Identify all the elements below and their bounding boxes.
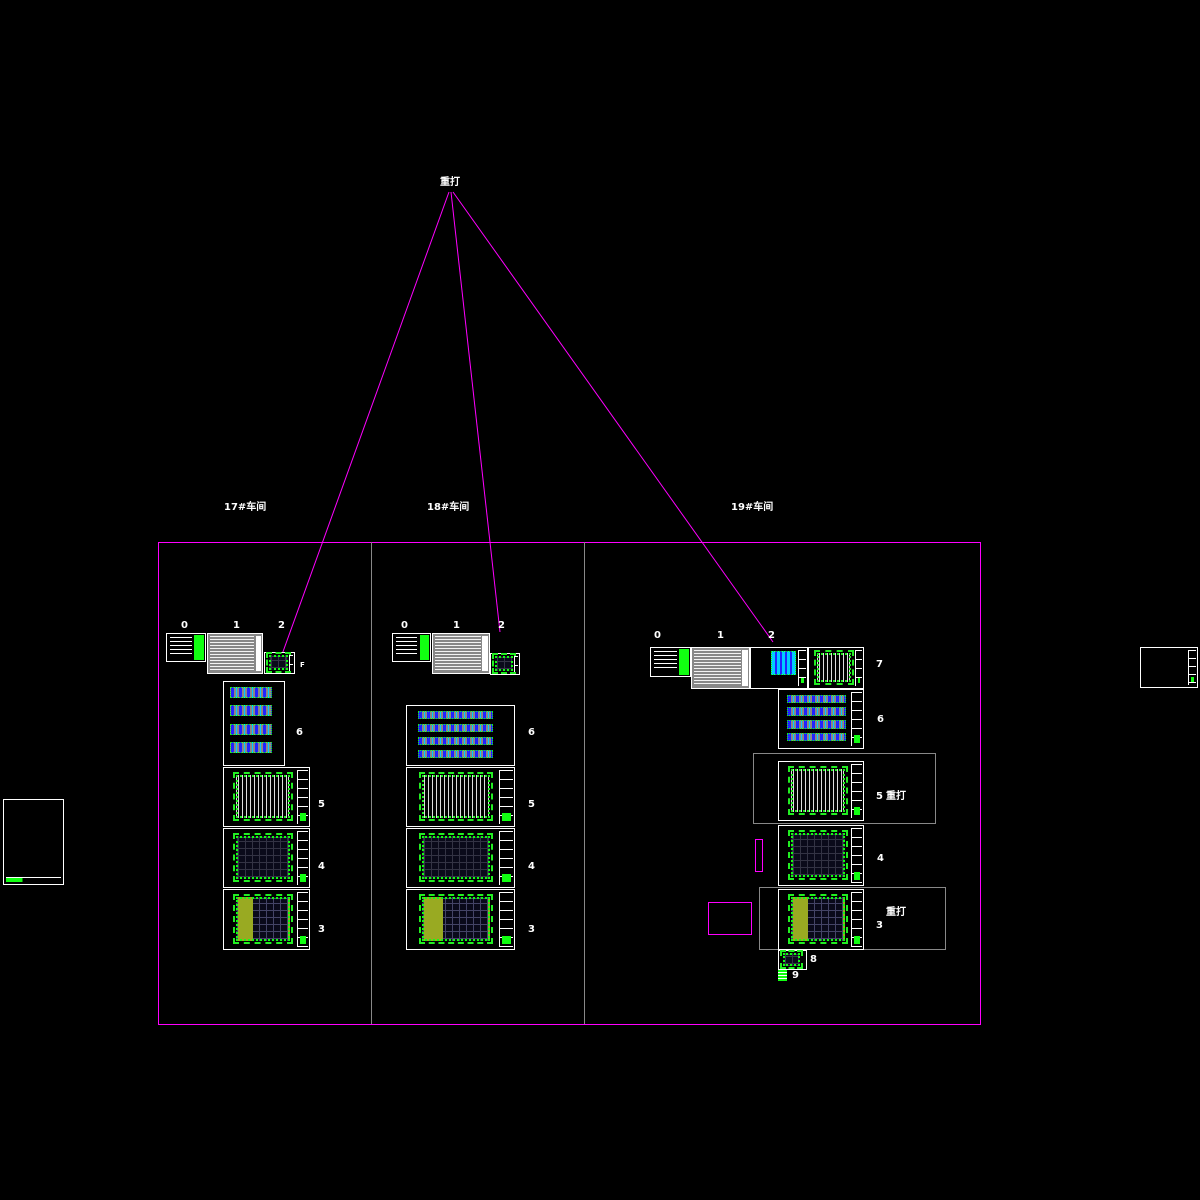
drawing-sheet-9[interactable] — [778, 970, 787, 981]
sheet-number: 7 — [876, 659, 883, 670]
sheet-number: 1 — [233, 620, 240, 631]
sheet-number: 5 — [528, 799, 535, 810]
sheet-number: 2 — [498, 620, 505, 631]
drawing-sheet-2[interactable] — [750, 647, 808, 689]
drawing-sheet-5[interactable] — [223, 767, 310, 827]
drawing-sheet-5[interactable] — [406, 767, 515, 827]
divider-18-19 — [584, 542, 585, 1024]
drawing-sheet-notes[interactable] — [691, 647, 750, 689]
sheet-number: 0 — [654, 630, 661, 641]
sheet-number: 5 — [318, 799, 325, 810]
sheet-number: 6 — [877, 714, 884, 725]
sheet-number: 1 — [717, 630, 724, 641]
drawing-sheet-6[interactable] — [223, 681, 285, 766]
drawing-sheet-notes[interactable] — [207, 633, 263, 674]
sheet-number: 0 — [181, 620, 188, 631]
divider-17-18 — [371, 542, 372, 1024]
sheet-number: 3 — [876, 920, 883, 931]
drawing-sheet-cover[interactable] — [392, 633, 431, 662]
section-title-19: 19#车间 — [731, 502, 774, 513]
magenta-marker — [708, 902, 752, 935]
sheet-number: 4 — [528, 861, 535, 872]
reprint-box-5 — [753, 753, 936, 824]
drawing-sheet-notes[interactable] — [432, 633, 490, 674]
leader-line-17 — [279, 191, 450, 661]
blank-title-sheet-right[interactable] — [1140, 647, 1198, 688]
drawing-sheet-6[interactable] — [778, 689, 864, 749]
top-reprint-label: 重打 — [440, 177, 460, 188]
drawing-sheet-7[interactable] — [808, 647, 864, 689]
sheet-number: 6 — [296, 727, 303, 738]
sheet-number: 6 — [528, 727, 535, 738]
reprint-label: 重打 — [886, 791, 906, 802]
drawing-sheet-3[interactable] — [778, 889, 864, 950]
drawing-sheet-6[interactable] — [406, 705, 515, 766]
drawing-sheet-2[interactable] — [264, 652, 295, 674]
sheet-number: 0 — [401, 620, 408, 631]
sheet-number: 4 — [877, 853, 884, 864]
drawing-sheet-cover[interactable] — [166, 633, 206, 662]
workshop-frame — [158, 542, 981, 1025]
sheet-number: F — [300, 661, 305, 669]
sheet-number: 8 — [810, 954, 817, 965]
drawing-sheet-2[interactable] — [490, 653, 520, 675]
leader-line-18 — [450, 191, 501, 633]
drawing-sheet-3[interactable] — [223, 889, 310, 950]
drawing-sheet-4[interactable] — [223, 828, 310, 888]
leader-line-19 — [452, 191, 774, 643]
section-title-17: 17#车间 — [224, 502, 267, 513]
sheet-number: 2 — [768, 630, 775, 641]
magenta-marker — [755, 839, 763, 872]
sheet-number: 3 — [318, 924, 325, 935]
drawing-sheet-5[interactable] — [778, 761, 864, 821]
blank-title-sheet-left[interactable] — [3, 799, 64, 885]
sheet-number: 2 — [278, 620, 285, 631]
drawing-sheet-3[interactable] — [406, 889, 515, 950]
sheet-number: 9 — [792, 970, 799, 981]
drawing-sheet-4[interactable] — [406, 828, 515, 888]
sheet-number: 3 — [528, 924, 535, 935]
sheet-number: 1 — [453, 620, 460, 631]
sheet-number: 5 — [876, 791, 883, 802]
section-title-18: 18#车间 — [427, 502, 470, 513]
drawing-sheet-cover[interactable] — [650, 647, 691, 677]
reprint-label: 重打 — [886, 907, 906, 918]
sheet-number: 4 — [318, 861, 325, 872]
drawing-sheet-8[interactable] — [778, 950, 807, 970]
drawing-sheet-4[interactable] — [778, 825, 864, 886]
